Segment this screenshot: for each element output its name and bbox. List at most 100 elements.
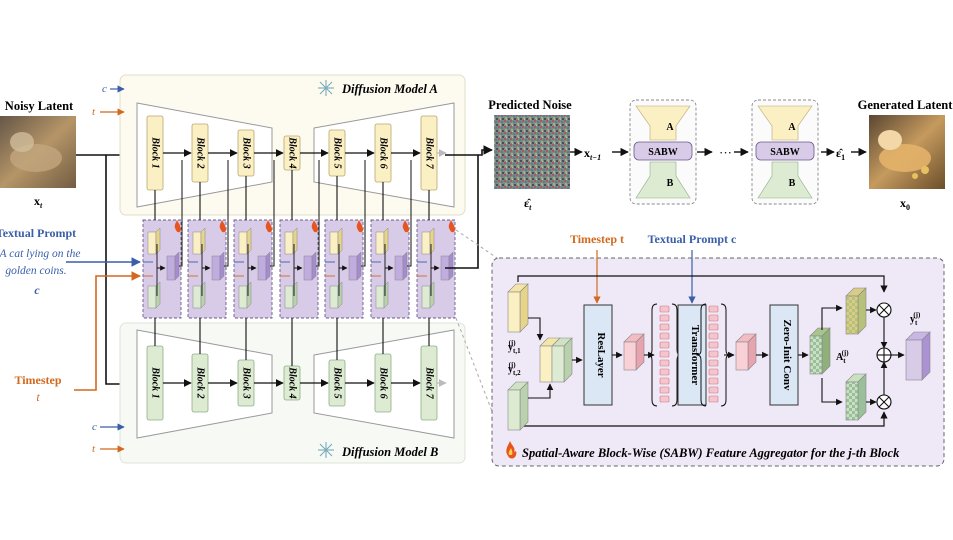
- sabw-module-3: [233, 160, 275, 360]
- model-b-block-2: Block 2: [191, 353, 209, 413]
- model-a-block-6: Block 6: [374, 123, 392, 183]
- transformer-label: Transformer: [689, 325, 701, 385]
- model-a-block-label: Block 6: [378, 136, 389, 168]
- timestep-symbol: t: [36, 390, 40, 404]
- mini-model-b-label: B: [667, 178, 674, 189]
- model-a-block-3: Block 3: [237, 129, 255, 177]
- snowflake-icon: [318, 442, 334, 458]
- model-b-block-6: Block 6: [374, 353, 392, 413]
- model-a-block-label: Block 2: [195, 136, 206, 168]
- reslayer-label: ResLayer: [595, 332, 607, 377]
- model-a-block-label: Block 5: [332, 136, 343, 168]
- sabw-module-1: [142, 160, 183, 346]
- model-a-title: Diffusion Model A: [341, 82, 438, 96]
- sabw-row: [142, 160, 456, 366]
- sabw-module-2: [187, 160, 229, 354]
- model-b-block-7: Block 7: [420, 345, 438, 421]
- transformer-output-cube: [735, 333, 757, 371]
- sabw-module-5: [324, 160, 366, 360]
- model-b-blocks: Block 1 Block 2 Block 3 Block 4 Block 5 Block…: [146, 345, 438, 421]
- zero-init-conv-label: Zero-Init Conv: [781, 320, 793, 391]
- flame-icon: [265, 220, 273, 233]
- model-a-input-t: t: [92, 106, 96, 118]
- y2-label: yt,2(j): [508, 361, 521, 377]
- y1-label: yt,1(j): [508, 339, 521, 355]
- model-b-block-label: Block 3: [241, 366, 252, 398]
- model-a-input-c: c: [102, 83, 107, 95]
- flow-lines: [163, 149, 447, 387]
- flame-icon: [356, 220, 364, 233]
- x0-symbol: x0: [900, 196, 910, 212]
- model-b-block-label: Block 2: [195, 366, 206, 398]
- model-b-input-t: t: [92, 443, 96, 455]
- attention-map-label: At(j): [836, 349, 849, 365]
- model-b-block-5: Block 5: [328, 359, 346, 407]
- x-prev-symbol: xt−1: [584, 146, 601, 162]
- eps-t-symbol: ε̂t: [524, 196, 532, 212]
- add-icon: [876, 347, 892, 363]
- zero-init-conv-box: [769, 304, 799, 406]
- weighted-feature-a-cube: [845, 287, 867, 335]
- prompt-symbol: c: [34, 283, 40, 297]
- flame-icon: [402, 220, 410, 233]
- model-a-block-label: Block 4: [287, 136, 298, 168]
- sabw-module-7: [416, 190, 456, 346]
- flame-icon: [506, 441, 517, 459]
- multiply-icon: [876, 302, 892, 318]
- mini-sabw-label: SABW: [648, 147, 677, 158]
- model-b-block-label: Block 7: [424, 366, 435, 399]
- eps-1-symbol: ε̂1: [836, 146, 845, 162]
- noisy-latent-image: [0, 116, 76, 188]
- detail-caption: Spatial-Aware Block-Wise (SABW) Feature …: [522, 446, 900, 460]
- model-b-block-3: Block 3: [237, 359, 255, 407]
- model-b-input-c: c: [92, 421, 97, 433]
- output-y-label: yt(j): [910, 311, 921, 327]
- reslayer-output-cube: [623, 333, 645, 371]
- mini-sabw-model-2: A SABW B: [751, 99, 819, 205]
- model-b-title: Diffusion Model B: [341, 445, 438, 459]
- model-b-block-1: Block 1: [146, 345, 164, 421]
- sabw-detail-panel: Timestep t Textual Prompt c yt,1(j) yt,2…: [491, 232, 945, 467]
- feature-y1-cube: [507, 283, 529, 333]
- model-b-block-4: Block 4: [283, 365, 301, 401]
- flame-icon: [448, 220, 456, 233]
- model-a-block-4: Block 4: [283, 135, 301, 171]
- concat-feature-cube: [539, 337, 573, 383]
- detail-prompt-label: Textual Prompt c: [648, 232, 737, 246]
- flame-icon: [174, 220, 182, 233]
- model-a-block-7: Block 7: [420, 115, 438, 191]
- model-b-block-label: Block 1: [150, 366, 161, 398]
- weighted-feature-b-cube: [845, 373, 867, 421]
- model-a-block-label: Block 7: [424, 136, 435, 169]
- model-a-block-label: Block 3: [241, 136, 252, 168]
- token-stack-input: [647, 303, 682, 407]
- model-a-blocks: Block 1 Block 2 Block 3 Block 4 Block 5 Block…: [146, 115, 438, 191]
- mini-model-b-label: B: [789, 178, 796, 189]
- prompt-line-1: A cat lying on the: [0, 248, 80, 260]
- mini-model-a-label: A: [666, 122, 674, 133]
- noisy-latent-label: Noisy Latent: [5, 99, 74, 113]
- prompt-line-2: golden coins.: [5, 265, 66, 277]
- timestep-label: Timestep: [14, 373, 61, 387]
- mini-sabw-model-1: A SABW B: [629, 99, 697, 205]
- model-a-block-5: Block 5: [328, 129, 346, 177]
- model-b-block-label: Block 6: [378, 366, 389, 398]
- model-b-block-label: Block 5: [332, 366, 343, 398]
- mini-model-a-label: A: [788, 122, 796, 133]
- model-a-block-1: Block 1: [146, 115, 164, 191]
- token-stack: [647, 303, 682, 407]
- flame-icon: [311, 220, 319, 233]
- snowflake-icon: [318, 80, 334, 96]
- predicted-noise-image: [494, 115, 570, 189]
- ellipsis: ···: [719, 145, 732, 160]
- sabw-module-4: [279, 160, 320, 366]
- textual-prompt-label: Textual Prompt: [0, 226, 76, 240]
- mini-sabw-label: SABW: [770, 147, 799, 158]
- output-connectors: [445, 145, 501, 433]
- detail-timestep-label: Timestep t: [570, 232, 624, 246]
- predicted-noise-label: Predicted Noise: [488, 98, 572, 112]
- attention-map-cube: [809, 327, 831, 375]
- generated-latent-label: Generated Latent: [858, 98, 953, 112]
- model-b-block-label: Block 4: [287, 366, 298, 398]
